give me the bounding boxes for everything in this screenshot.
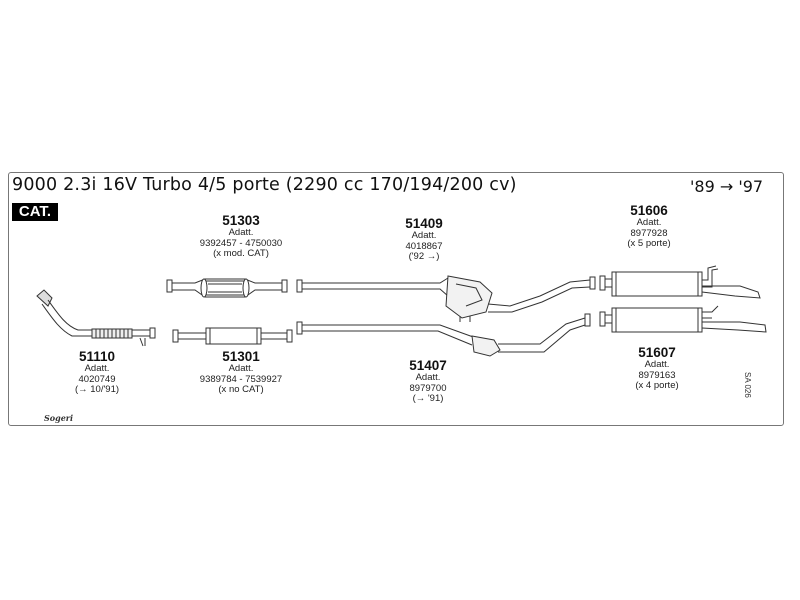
part-line: 4020749: [78, 373, 116, 385]
part-line: (x 4 porte): [635, 380, 679, 391]
part-line: Adatt.: [415, 372, 441, 383]
part-line: (→ 10/'91): [74, 384, 120, 395]
part-line: Adatt.: [228, 363, 254, 374]
brand-logo: Sogeri: [44, 413, 74, 423]
part-line: (→ '91): [412, 393, 444, 404]
part-line: Adatt.: [411, 230, 437, 241]
part-line: (x no CAT): [218, 384, 264, 395]
part-51409-drawing: [296, 275, 596, 322]
part-number: 51301: [222, 349, 260, 364]
part-line: 8979700: [409, 382, 447, 394]
part-line: (x 5 porte): [627, 238, 671, 249]
part-line: 8977928: [630, 227, 668, 239]
part-label-51301: 51301 Adatt. 9389784 - 7539927 (x no CAT…: [184, 349, 298, 396]
sheet-code: SA 026: [743, 372, 752, 398]
part-51303-drawing: [166, 278, 288, 298]
diagram-frame: [8, 172, 784, 426]
part-51407-drawing: [296, 313, 591, 357]
part-number: 51409: [405, 216, 443, 231]
part-line: ('92 →): [408, 251, 440, 262]
part-label-51110: 51110 Adatt. 4020749 (→ 10/'91): [64, 349, 130, 396]
part-label-51409: 51409 Adatt. 4018867 ('92 →): [392, 216, 456, 263]
part-51607-drawing: [599, 305, 767, 333]
part-number: 51607: [638, 345, 676, 360]
part-line: Adatt.: [644, 359, 670, 370]
part-line: 9392457 - 4750030: [199, 237, 283, 249]
part-line: Adatt.: [636, 217, 662, 228]
part-number: 51110: [78, 349, 116, 364]
part-line: Adatt.: [84, 363, 110, 374]
cat-badge: CAT.: [12, 203, 58, 221]
part-label-51606: 51606 Adatt. 8977928 (x 5 porte): [614, 203, 684, 250]
year-range: '89 → '97: [690, 177, 764, 196]
part-number: 51407: [409, 358, 447, 373]
part-label-51407: 51407 Adatt. 8979700 (→ '91): [396, 358, 460, 405]
part-line: (x mod. CAT): [213, 248, 269, 259]
part-label-51303: 51303 Adatt. 9392457 - 4750030 (x mod. C…: [188, 213, 294, 260]
part-line: 9389784 - 7539927: [199, 373, 283, 385]
part-line: 4018867: [405, 240, 443, 252]
part-line: Adatt.: [228, 227, 254, 238]
part-51110-drawing: [36, 289, 156, 347]
vehicle-title: 9000 2.3i 16V Turbo 4/5 porte (2290 cc 1…: [12, 175, 517, 195]
part-line: 8979163: [638, 369, 676, 381]
part-51301-drawing: [172, 327, 293, 345]
part-number: 51606: [630, 203, 668, 218]
part-label-51607: 51607 Adatt. 8979163 (x 4 porte): [622, 345, 692, 392]
part-number: 51303: [222, 213, 260, 228]
part-51606-drawing: [599, 265, 761, 299]
